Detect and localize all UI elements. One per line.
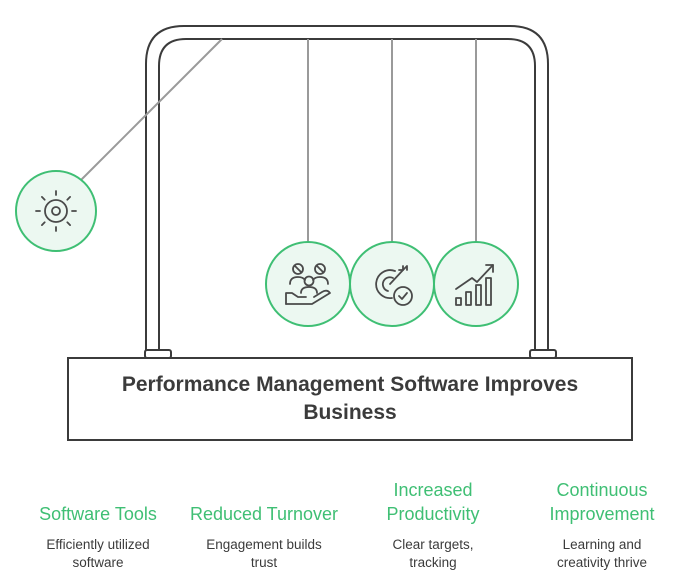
ball-reduced-turnover xyxy=(265,241,351,327)
item-software-tools: Software Tools Efficiently utilized soft… xyxy=(23,478,173,572)
item-description: Learning and creativity thrive xyxy=(556,537,648,570)
string-swung xyxy=(79,38,223,182)
frame-foot-right xyxy=(529,349,557,359)
ball-continuous-improvement xyxy=(433,241,519,327)
item-description: Engagement builds trust xyxy=(206,537,322,570)
cradle-base xyxy=(67,357,633,441)
target-check-icon xyxy=(375,265,413,306)
item-title: Reduced Turnover xyxy=(189,504,339,524)
diagram-title: Performance Management Software Improves… xyxy=(121,373,579,424)
growth-chart-icon xyxy=(455,264,494,306)
item-description: Efficiently utilized software xyxy=(46,537,150,570)
item-continuous-improvement: Continuous Improvement Learning and crea… xyxy=(527,478,677,572)
ball-software-tools xyxy=(15,170,97,252)
item-increased-productivity: Increased Productivity Clear targets, tr… xyxy=(358,478,508,572)
gear-icon xyxy=(35,190,77,232)
ball-increased-productivity xyxy=(349,241,435,327)
item-title: Software Tools xyxy=(39,504,157,524)
frame-foot-left xyxy=(144,349,172,359)
cradle-frame-outer xyxy=(145,25,549,356)
item-title: Increased Productivity xyxy=(386,480,480,524)
cradle-frame-inner xyxy=(158,38,536,356)
people-hand-icon xyxy=(285,263,331,305)
item-reduced-turnover: Reduced Turnover Engagement builds trust xyxy=(189,478,339,572)
item-description: Clear targets, tracking xyxy=(392,537,474,570)
item-title: Continuous Improvement xyxy=(549,480,655,524)
